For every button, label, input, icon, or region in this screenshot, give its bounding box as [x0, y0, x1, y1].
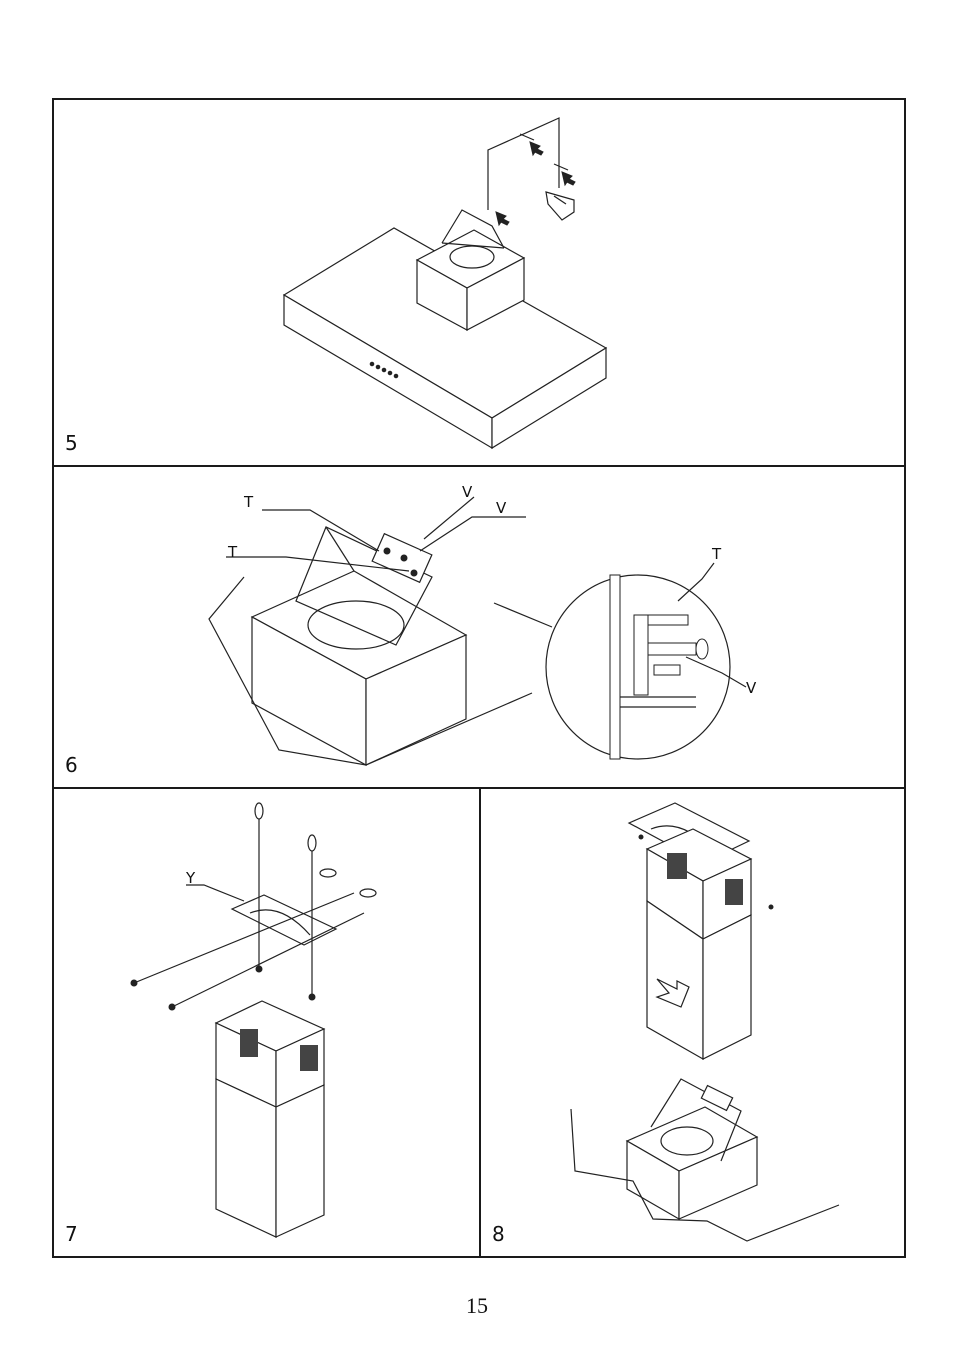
figure-number: 8: [492, 1222, 505, 1246]
figure-7-panel: Y 7: [52, 787, 481, 1258]
arrow-icon: [562, 172, 575, 185]
label-T: T: [227, 543, 238, 561]
label-V: V: [462, 483, 473, 501]
chimney-lower-front: [216, 1079, 276, 1237]
arrow-icon: [530, 142, 543, 155]
figure-7-drawing: Y: [54, 789, 483, 1260]
figure-5-drawing: [54, 100, 908, 469]
figure-8-drawing: [481, 789, 908, 1260]
figure-5-panel: 5: [52, 98, 906, 467]
chimney-lower-side: [276, 1085, 324, 1237]
label-T: T: [711, 545, 722, 563]
label-V: V: [496, 499, 507, 517]
bracket-y: [232, 895, 336, 945]
label-V: V: [746, 679, 757, 697]
chimney-lower-side: [703, 915, 751, 1059]
label-T: T: [243, 493, 254, 511]
bracket-part: [546, 192, 574, 220]
figure-6-drawing: T T V V T V: [54, 467, 908, 791]
figure-number: 6: [65, 753, 78, 777]
figure-8-panel: 8: [479, 787, 906, 1258]
arrow-icon: [496, 212, 509, 225]
figure-number: 5: [65, 431, 78, 455]
figure-6-panel: T T V V T V 6: [52, 465, 906, 789]
motor-outlet: [661, 1127, 713, 1155]
page-number: 15: [0, 1293, 954, 1319]
figure-number: 7: [65, 1222, 78, 1246]
motor-outlet: [450, 246, 494, 268]
label-Y: Y: [185, 869, 196, 887]
